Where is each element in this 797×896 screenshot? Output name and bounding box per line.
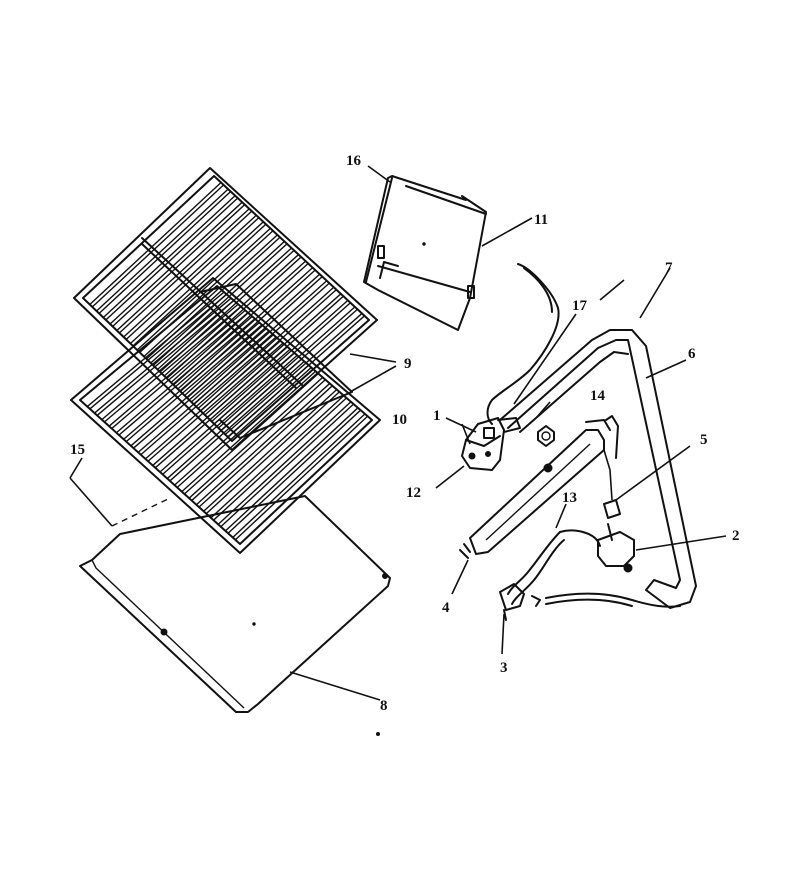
rack-wire-rod [232, 413, 366, 538]
rack-wire-rod [203, 389, 338, 512]
rack-wire-rod [89, 182, 222, 306]
rack-wire-rod [104, 305, 242, 423]
temperature-sensor-bracket [499, 583, 541, 621]
rack-wire-rod [174, 364, 310, 486]
callout-14: 14 [590, 388, 606, 404]
rack-wire-rod [96, 188, 229, 312]
callout-10: 10 [392, 412, 407, 428]
rack-wire-rod [177, 366, 313, 488]
rack-wire-rod [155, 348, 291, 468]
callout-13: 13 [562, 490, 577, 506]
rack-wire-rod [126, 324, 263, 442]
callout-1: 1 [433, 408, 441, 424]
callout-7: 7 [665, 260, 673, 276]
rack-wire-rod [105, 197, 239, 321]
rack-wire-rod [220, 403, 355, 527]
oven-igniter [597, 499, 635, 573]
rack-wire-rod [224, 407, 359, 532]
rack-support-guide [69, 457, 171, 527]
rack-wire-rod [195, 382, 331, 506]
rack-wire-rod [213, 397, 348, 521]
rack-wire-rod [152, 346, 288, 466]
rack-wire-rod [143, 234, 278, 358]
gas-supply-tube [499, 329, 697, 609]
rack-wire-rod [129, 221, 264, 345]
rack-wire-rod [111, 311, 249, 429]
callout-15: 15 [70, 442, 85, 458]
lower-oven-rack [70, 277, 381, 554]
oven-bottom-panel [79, 495, 391, 713]
igniter-bracket-box [363, 175, 487, 331]
rack-wire-rod [130, 328, 267, 447]
rack-wire-rod [89, 293, 228, 410]
rack-wire-rod [123, 214, 257, 338]
callout-16: 16 [346, 153, 362, 169]
rack-wire-rod [184, 273, 321, 397]
rack-wire-rod [217, 306, 356, 429]
rack-wire-rod [102, 195, 236, 319]
rack-wire-rod [94, 297, 232, 414]
rack-wire-rod [191, 378, 327, 501]
rack-wire-rod [159, 352, 295, 473]
callout-11: 11 [534, 212, 548, 228]
callout-labels: 16 11 7 17 6 9 14 10 1 5 15 12 13 2 4 3 … [70, 153, 740, 714]
rack-wire-rod [188, 376, 324, 499]
callout-9: 9 [404, 356, 412, 372]
bake-burner-tube [459, 415, 619, 559]
callout-17: 17 [572, 298, 588, 314]
rack-wire-rod [86, 291, 225, 408]
rack-wire-rod [198, 384, 334, 508]
rack-wire-rod [210, 395, 345, 519]
safety-valve [461, 417, 521, 471]
rack-wire-rod [204, 293, 342, 416]
rack-wire-rod [116, 208, 250, 332]
rack-wire-rod [140, 336, 277, 455]
igniter-wire-lead [486, 263, 560, 425]
callout-2: 2 [732, 528, 740, 544]
thermostat-wire-harness [507, 529, 681, 608]
rack-wire-rod [162, 354, 298, 475]
rack-wire-rod [144, 340, 281, 460]
rack-wire-rod [136, 227, 271, 351]
callout-4: 4 [442, 600, 450, 616]
rack-wire-rod [181, 370, 317, 493]
rack-wire-rod [235, 415, 369, 540]
rack-wire-rod [133, 330, 270, 449]
rack-wire-rod [92, 184, 225, 308]
rack-wire-rod [217, 401, 352, 525]
rack-wire-rod [108, 309, 246, 427]
rack-wire-rod [147, 342, 284, 462]
rack-wire-rod [190, 280, 328, 403]
rack-wire-rod [211, 299, 349, 423]
rack-wire-rod [97, 299, 235, 416]
rack-wire-rod [99, 190, 232, 314]
rack-wire-rod [227, 409, 362, 534]
rack-wire-rod [166, 358, 303, 480]
fitting-nut [537, 425, 555, 447]
callout-6: 6 [688, 346, 696, 362]
rack-wire-rod [101, 303, 239, 421]
rack-wire-rod [132, 223, 267, 347]
callout-8: 8 [380, 698, 388, 714]
rack-wire-rod [169, 360, 306, 482]
rack-wire-rod [123, 322, 260, 440]
rack-wire-rod [170, 260, 307, 384]
rack-wire-rod [119, 210, 253, 334]
rack-wire-rod [112, 203, 246, 327]
rack-wire-rod [109, 201, 243, 325]
rack-wire-rod [118, 317, 256, 436]
callout-5: 5 [700, 432, 708, 448]
rack-wire-rod [177, 267, 314, 390]
diagram-specks [252, 242, 426, 736]
rack-wire-rod [197, 286, 335, 410]
rack-wire-rod [224, 312, 363, 436]
rack-wire-rod [206, 391, 341, 514]
rack-wire-rod [137, 334, 274, 453]
callout-3: 3 [500, 660, 508, 676]
rack-wire-rod [115, 315, 253, 434]
rack-wire-rod [126, 216, 260, 340]
leader-lines [289, 165, 727, 701]
callout-12: 12 [406, 485, 421, 501]
